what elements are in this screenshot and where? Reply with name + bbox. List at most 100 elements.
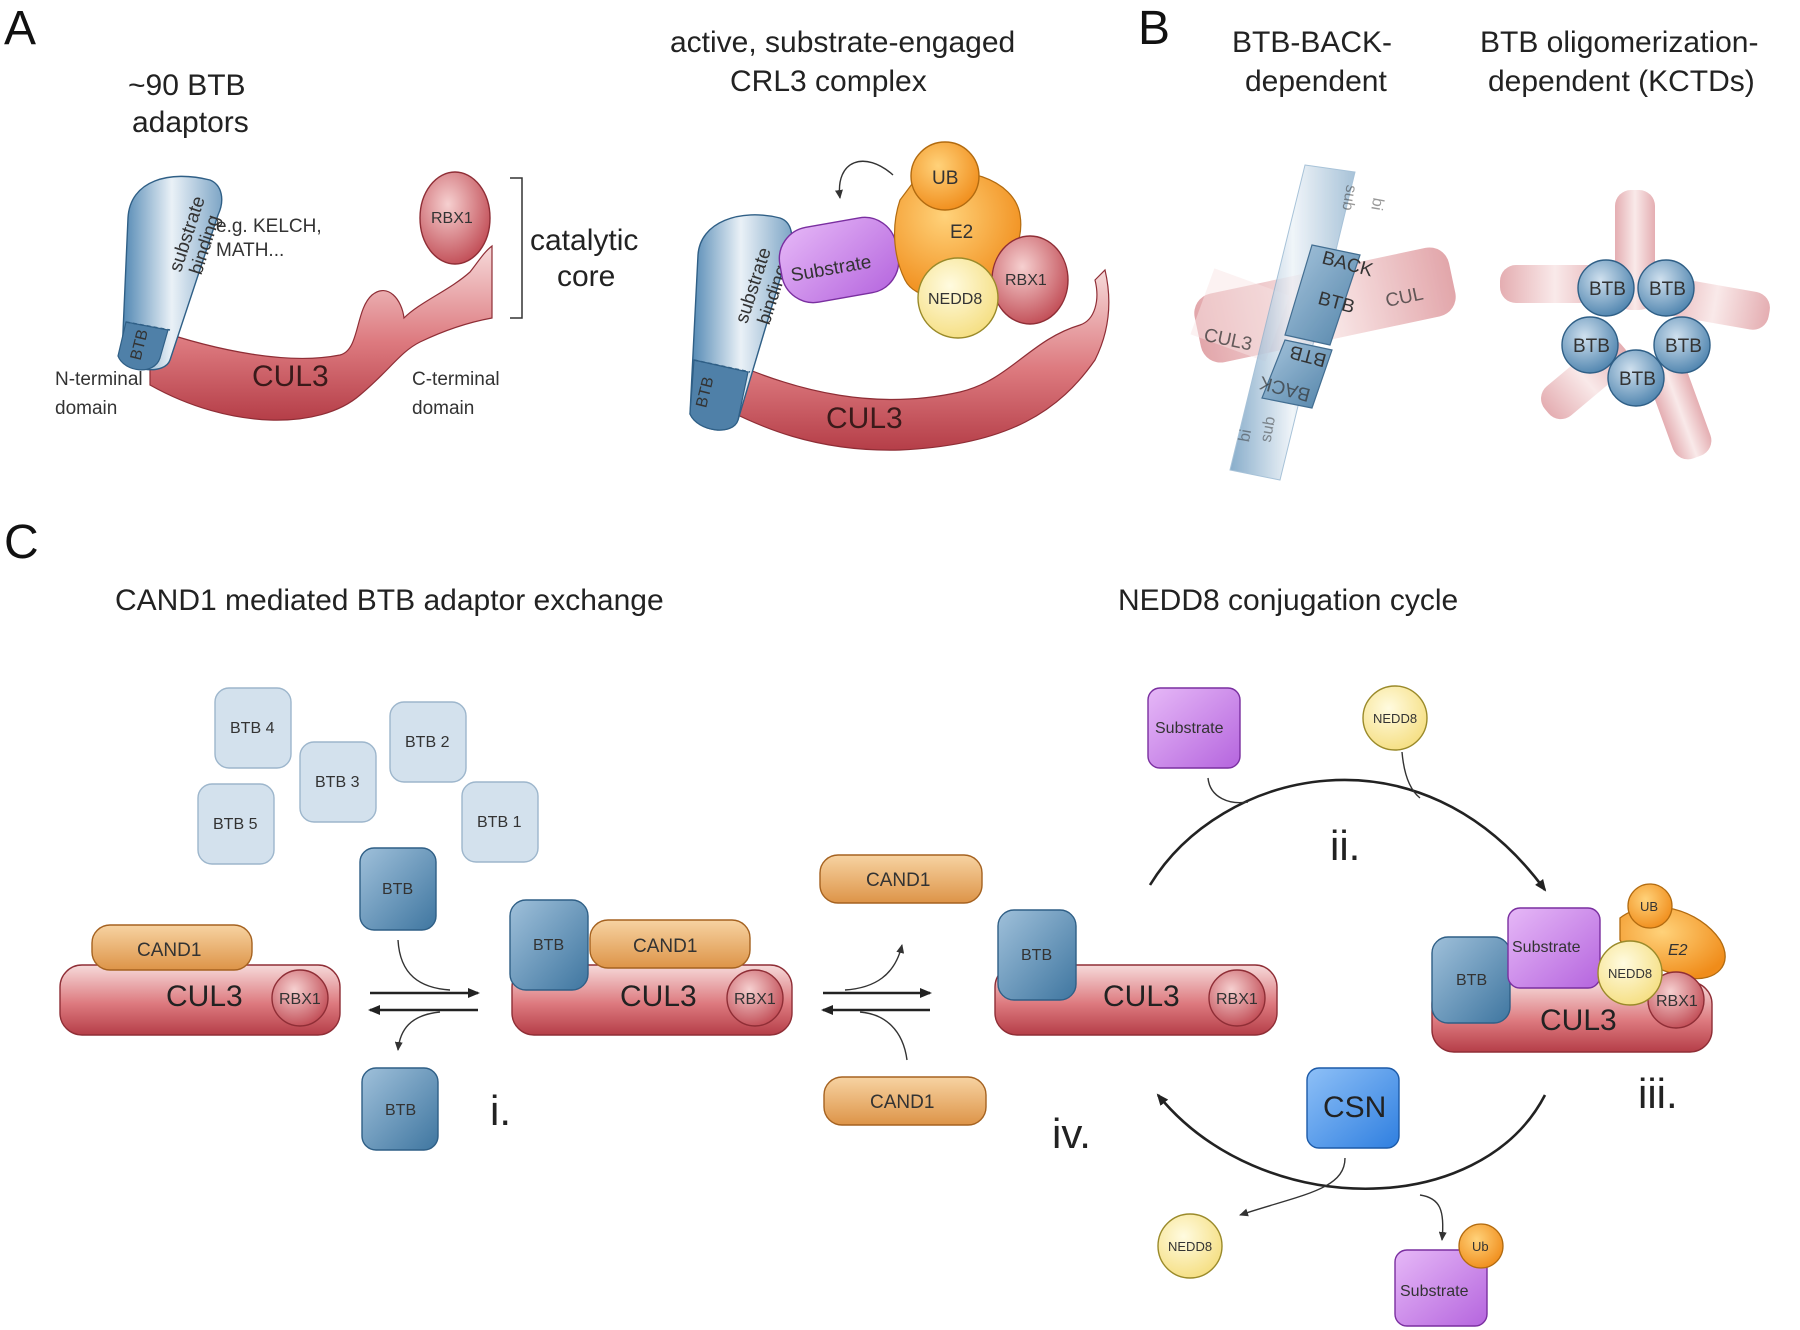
panel-label-a: A [4,2,36,55]
btb-divider [125,321,171,331]
btb-domain [117,321,169,371]
ub-c4 [1627,883,1673,929]
substrate-out-label: Substrate [1400,1283,1469,1300]
cul3-label-c3: CUL3 [1103,980,1180,1013]
nedd8-label-a: NEDD8 [928,291,982,308]
rbx1-c3 [1208,969,1266,1027]
btb-label-c2: BTB [533,937,564,954]
nedd8-in [1362,685,1428,751]
step-iii-label: iii. [1638,1070,1678,1117]
cul3-stalk [149,244,493,421]
cul3-label-active: CUL3 [826,402,903,435]
cand1-binding-curve [859,1011,908,1061]
cand1-free-bottom-label: CAND1 [870,1092,934,1113]
btb-outgoing-label: BTB [385,1102,416,1119]
nedd8-out-label: NEDD8 [1168,1239,1212,1254]
substrate-in-label: Substrate [1155,720,1224,737]
btb-c3 [997,909,1077,1001]
bi-label-bottom: bi [1236,428,1255,443]
cul3-label-c1: CUL3 [166,980,243,1013]
neddylation-arc [1148,778,1547,892]
rbx1-label-active: RBX1 [1005,272,1047,289]
btb-outgoing [361,1067,439,1151]
cul3-label: CUL3 [252,360,329,393]
btb-pool-1: BTB 1 [477,814,522,831]
ub-c4-label: UB [1640,899,1658,914]
btb-pool-2: BTB 2 [405,734,450,751]
csn-label: CSN [1323,1091,1386,1124]
n-terminal-label-1: N-terminal [55,369,143,390]
cand1-release-curve [844,944,905,991]
btb-pool [197,687,539,865]
n-terminal-label-2: domain [55,398,117,419]
nedd8-join-curve [1401,751,1421,799]
cand1-c2 [589,919,751,969]
cand1-label-c1: CAND1 [137,940,201,961]
kctd-btb-3: BTB [1573,336,1610,357]
btb-label-c3: BTB [1021,947,1052,964]
btb-binding-curve [397,939,451,991]
cul3-label-c2: CUL3 [620,980,697,1013]
substrate-c4 [1507,907,1601,989]
nedd8-ball-a [917,257,999,339]
cul3-stalk-active [699,268,1110,451]
nedd8-release-curve [1239,1157,1346,1217]
rbx1-label-c2: RBX1 [734,991,776,1008]
substrate-release-curve [1419,1194,1447,1241]
substrate-c4-label: Substrate [1512,939,1581,956]
btb-c2 [509,899,589,991]
kctd-btb-2: BTB [1649,279,1686,300]
rbx1-label-c4: RBX1 [1656,993,1698,1010]
step-ii-label: ii. [1330,822,1360,869]
nedd8-c4 [1597,940,1663,1006]
btb-pool-4: BTB 4 [230,720,275,737]
ub-out [1458,1223,1504,1269]
substrate-join-curve [1207,777,1249,804]
cand1-c1 [91,924,253,971]
eg-label-line1: e.g. KELCH, [216,216,322,237]
rbx1-c1 [271,969,329,1027]
cand1-free-top [819,854,983,904]
panel-label-c: C [4,516,39,569]
active-complex-line2: CRL3 complex [730,65,927,98]
bi-label-top: bi [1367,196,1386,211]
kctd-pentamer [1500,190,1770,460]
btb-release-curve [394,1011,441,1051]
catalytic-core-bracket [510,177,523,319]
panel-label-b: B [1138,2,1170,55]
active-complex-line1: active, substrate-engaged [670,26,1015,59]
substrate-in [1147,687,1241,769]
rbx1-label-a: RBX1 [431,210,473,227]
btb-incoming [359,847,437,931]
cand1-free-top-label: CAND1 [866,870,930,891]
btb-label-c4: BTB [1456,972,1487,989]
sub-label-bottom: sub [1258,415,1279,443]
nedd8-out [1157,1213,1223,1279]
ub-label-a: UB [932,168,958,189]
csn-box [1306,1067,1400,1149]
catalytic-label-line1: catalytic [530,224,638,257]
substrate-out [1394,1249,1488,1327]
e2-c4-label: E2 [1668,942,1688,959]
eg-label-line2: MATH... [216,240,284,261]
rbx1-ball [419,171,491,265]
ub-transfer-arrow [834,160,894,199]
catalytic-label-line2: core [557,260,615,293]
kctd-btb-4: BTB [1665,336,1702,357]
sub-label-top: sub [1338,184,1359,212]
nedd8-c4-label: NEDD8 [1608,966,1652,981]
e2-label: E2 [950,222,973,243]
btb-divider-active [693,359,751,373]
cand1-exchange-title: CAND1 mediated BTB adaptor exchange [115,584,664,617]
btb-back-dimer [1190,164,1456,481]
adaptors-label-line1: ~90 BTB [128,69,246,102]
adaptors-label-line2: adaptors [132,106,249,139]
deneddylation-arc [1156,1093,1547,1190]
kctd-btb-5: BTB [1619,369,1656,390]
rbx1-label-c1: RBX1 [279,991,321,1008]
dimer-label-line1: BTB-BACK- [1232,26,1392,59]
ub-ball-a [910,141,980,211]
kctd-btb-1: BTB [1589,279,1626,300]
step-iv-label: iv. [1052,1110,1091,1157]
